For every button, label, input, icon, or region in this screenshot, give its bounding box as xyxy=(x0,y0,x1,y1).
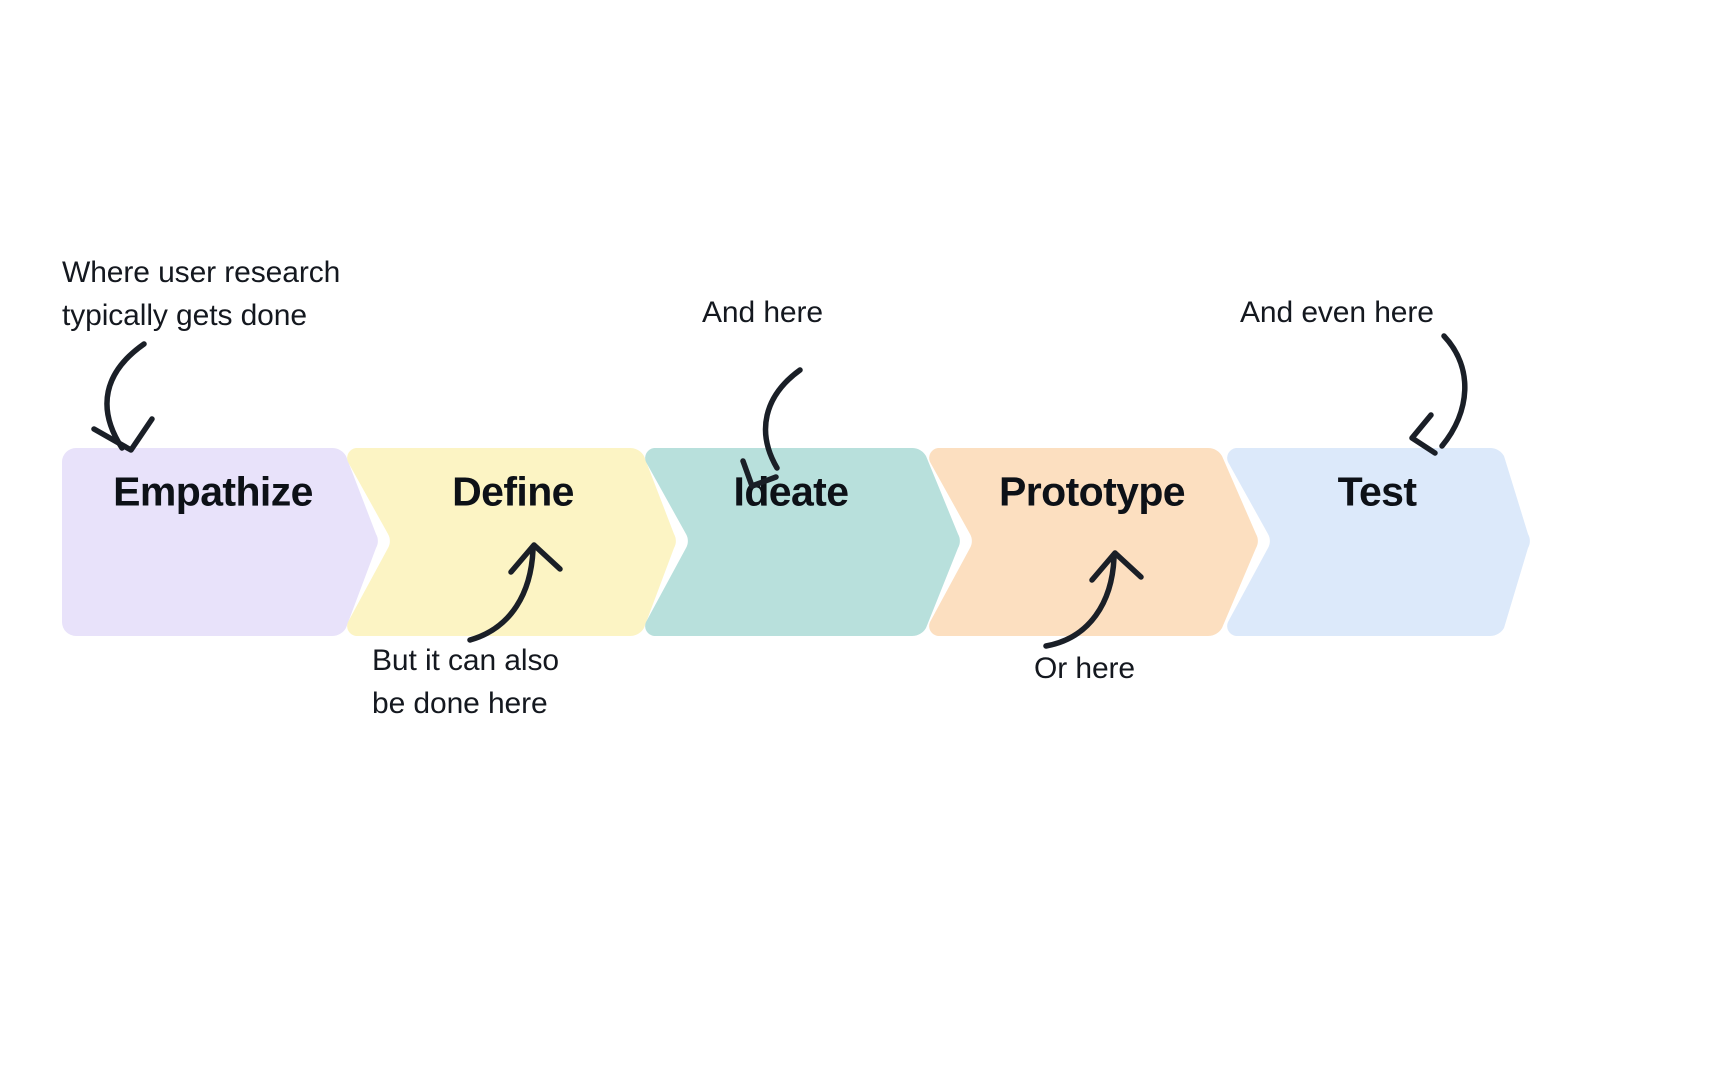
arrow-to-test xyxy=(1409,333,1468,456)
chevron-shape-test[interactable] xyxy=(1227,447,1530,637)
arrow-to-empathize xyxy=(91,341,155,453)
annotation-empathize-note: Where user research typically gets done xyxy=(62,256,341,332)
arrow-to-ideate xyxy=(740,367,803,489)
annotation-prototype-note: Or here xyxy=(1034,652,1136,685)
annotation-define-note: But it can also be done here xyxy=(372,644,559,720)
chevron-shape-prototype[interactable] xyxy=(929,447,1258,637)
arrow-to-define xyxy=(467,542,563,643)
arrow-to-prototype xyxy=(1043,550,1144,649)
annotation-ideate-note: And here xyxy=(702,296,823,329)
annotation-test-note: And even here xyxy=(1240,296,1434,329)
chevron-shape-empathize[interactable] xyxy=(62,447,378,637)
chevron-shape-ideate[interactable] xyxy=(645,447,960,637)
chevron-shape-define[interactable] xyxy=(347,447,676,637)
